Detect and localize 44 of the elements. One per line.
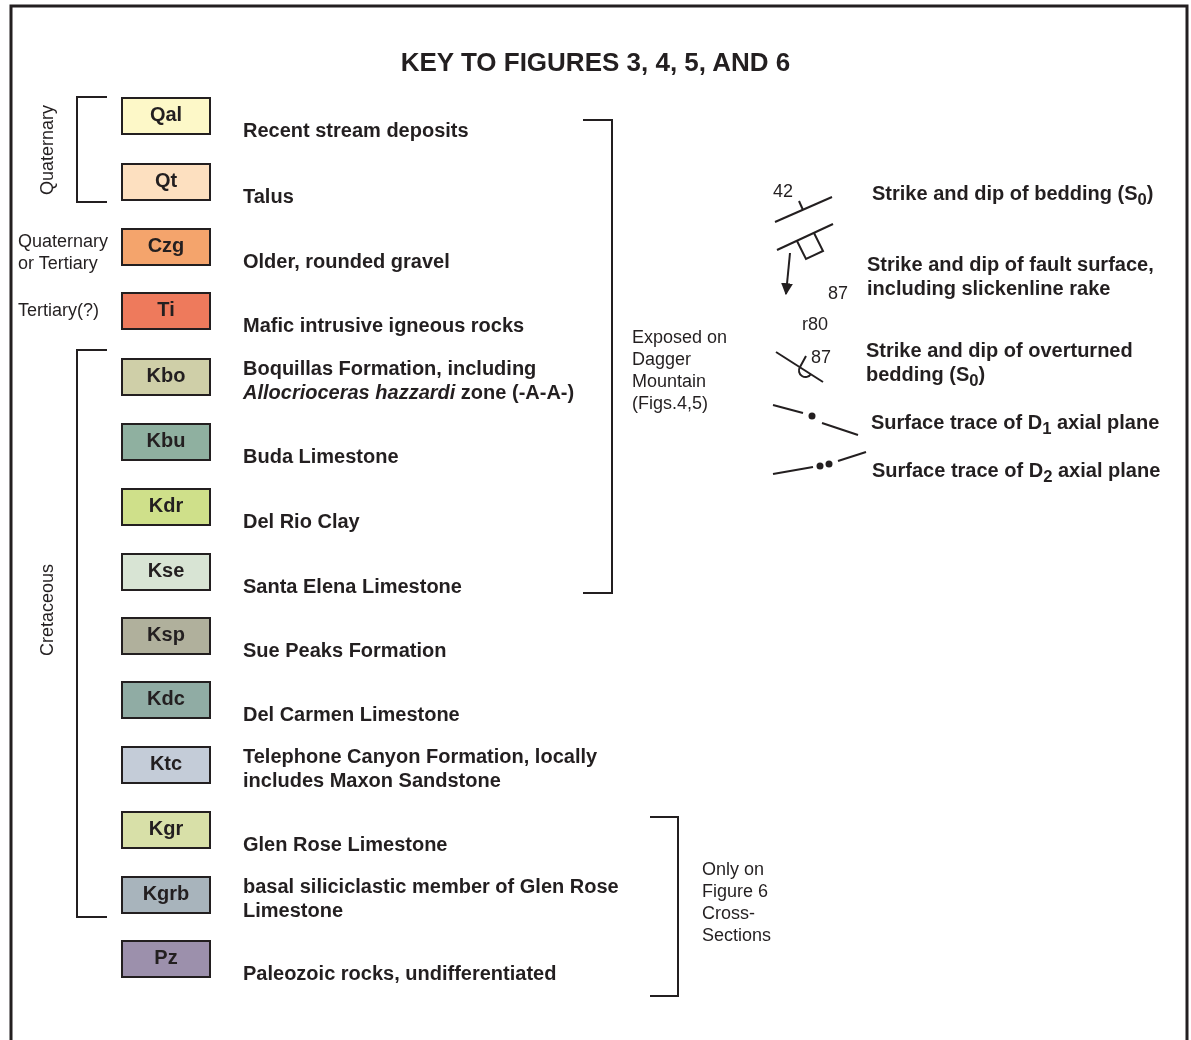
era-label: Quaternary bbox=[36, 105, 58, 196]
unit-description: Santa Elena Limestone bbox=[243, 574, 463, 598]
era-label: Tertiary(?) bbox=[18, 299, 100, 321]
unit-description: Recent stream deposits bbox=[243, 118, 470, 142]
unit-description: Older, rounded gravel bbox=[243, 249, 451, 273]
unit-swatch: Kdr bbox=[121, 488, 211, 526]
unit-swatch: Czg bbox=[121, 228, 211, 266]
era-label: Quaternary or Tertiary bbox=[18, 230, 110, 274]
rake-value: r80 bbox=[802, 313, 828, 335]
unit-swatch: Kgr bbox=[121, 811, 211, 849]
unit-description: basal siliciclastic member of Glen Rose Limestone bbox=[243, 874, 620, 922]
dip-value: 42 bbox=[773, 180, 794, 202]
legend-text: Strike and dip of overturned bedding (S$_{0}$) bbox=[866, 338, 1134, 392]
legend-text: Strike and dip of fault surface, including slickenline rake bbox=[867, 252, 1155, 300]
unit-description: Glen Rose Limestone bbox=[243, 832, 449, 856]
title: KEY TO FIGURES 3, 4, 5, AND 6 bbox=[399, 46, 792, 78]
unit-description: Del Rio Clay bbox=[243, 509, 361, 533]
unit-description: Sue Peaks Formation bbox=[243, 638, 448, 662]
legend-text: Surface trace of D$_{1}$ axial plane bbox=[871, 410, 1161, 440]
legend-text: Strike and dip of bedding (S$_{0}$) bbox=[872, 181, 1155, 211]
unit-swatch: Ti bbox=[121, 292, 211, 330]
unit-swatch: Ksp bbox=[121, 617, 211, 655]
bracket-label: Only on Figure 6 Cross-Sections bbox=[702, 858, 773, 946]
unit-swatch: Qal bbox=[121, 97, 211, 135]
unit-swatch: Ktc bbox=[121, 746, 211, 784]
dip-value: 87 bbox=[828, 282, 849, 304]
unit-swatch: Kdc bbox=[121, 681, 211, 719]
unit-description: Telephone Canyon Formation, locally includes Maxon Sandstone bbox=[243, 744, 599, 792]
unit-description: Del Carmen Limestone bbox=[243, 702, 461, 726]
unit-swatch: Kbo bbox=[121, 358, 211, 396]
unit-description: Talus bbox=[243, 184, 295, 208]
era-label: Cretaceous bbox=[36, 564, 58, 657]
unit-description: Boquillas Formation, including Allocrioceras hazzardi zone (-A-A-) bbox=[243, 356, 576, 404]
unit-swatch: Kbu bbox=[121, 423, 211, 461]
dip-value: 87 bbox=[811, 346, 832, 368]
bracket-label: Exposed on Dagger Mountain (Figs.4,5) bbox=[632, 326, 729, 414]
unit-swatch: Kse bbox=[121, 553, 211, 591]
unit-swatch: Pz bbox=[121, 940, 211, 978]
unit-description: Paleozoic rocks, undifferentiated bbox=[243, 961, 558, 985]
unit-description: Buda Limestone bbox=[243, 444, 400, 468]
unit-swatch: Qt bbox=[121, 163, 211, 201]
unit-description: Mafic intrusive igneous rocks bbox=[243, 313, 526, 337]
unit-swatch: Kgrb bbox=[121, 876, 211, 914]
legend-text: Surface trace of D$_{2}$ axial plane bbox=[872, 458, 1162, 488]
